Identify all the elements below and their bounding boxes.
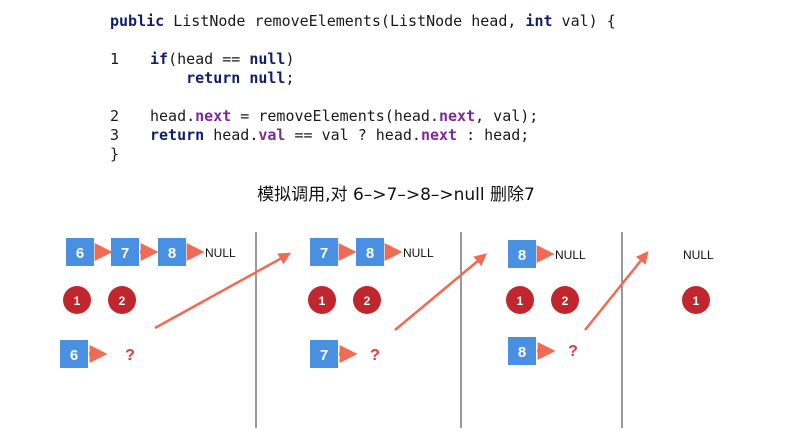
code-text: ) bbox=[285, 50, 295, 68]
node-value: 6 bbox=[70, 347, 78, 364]
code-keyword: public bbox=[110, 12, 165, 30]
node-value: 6 bbox=[76, 245, 84, 262]
line-number: 1 bbox=[110, 50, 120, 68]
code-keyword: if bbox=[150, 50, 169, 68]
null-label: NULL bbox=[683, 248, 714, 262]
panel-1: 6 7 8 NULL 1 2 6 ? bbox=[60, 238, 236, 368]
list-node: 6 bbox=[66, 238, 94, 266]
node-value: 8 bbox=[366, 245, 374, 262]
node-value: 8 bbox=[518, 344, 526, 361]
pending-node: 8 bbox=[508, 337, 536, 365]
panel-2: 7 8 NULL 1 2 7 ? bbox=[308, 238, 434, 368]
node-value: 7 bbox=[320, 347, 328, 364]
diagram-title: 模拟调用,对 6–>7–>8–>null 删除7 bbox=[257, 185, 535, 205]
step-circle: 2 bbox=[108, 286, 136, 314]
step-circle: 1 bbox=[682, 286, 710, 314]
code-property: next bbox=[439, 107, 476, 125]
step-number: 2 bbox=[562, 294, 569, 308]
step-number: 1 bbox=[517, 294, 524, 308]
step-circle: 1 bbox=[63, 286, 91, 314]
unknown-result: ? bbox=[568, 343, 578, 360]
code-text: ; bbox=[285, 69, 295, 87]
step-number: 1 bbox=[693, 294, 700, 308]
code-text: val) { bbox=[552, 12, 616, 30]
step-number: 1 bbox=[74, 294, 81, 308]
code-text: == val ? head. bbox=[285, 126, 421, 144]
code-keyword: return bbox=[186, 69, 241, 87]
node-value: 7 bbox=[121, 245, 129, 262]
code-keyword: return bbox=[150, 126, 205, 144]
code-text: : head; bbox=[457, 126, 530, 144]
code-property: next bbox=[420, 126, 458, 144]
code-text: = removeElements(head. bbox=[231, 107, 439, 125]
line-number: 2 bbox=[110, 107, 120, 125]
panel-4: NULL 1 bbox=[682, 248, 714, 314]
list-node: 8 bbox=[356, 238, 384, 266]
panel-3: 8 NULL 1 2 8 ? bbox=[506, 240, 586, 365]
step-number: 1 bbox=[319, 294, 326, 308]
step-number: 2 bbox=[364, 294, 371, 308]
list-node: 7 bbox=[111, 238, 139, 266]
step-circle: 2 bbox=[551, 286, 579, 314]
code-text: ListNode removeElements(ListNode head, bbox=[164, 12, 526, 30]
null-label: NULL bbox=[403, 246, 434, 260]
node-value: 8 bbox=[168, 245, 176, 262]
recursion-arrow bbox=[154, 252, 292, 330]
code-text: head. bbox=[150, 107, 196, 125]
null-label: NULL bbox=[205, 246, 236, 260]
code-keyword: null bbox=[249, 50, 286, 68]
pending-node: 6 bbox=[60, 340, 88, 368]
line-number: 3 bbox=[110, 126, 120, 144]
code-line-3: 3 return head.val == val ? head.next : he… bbox=[110, 126, 616, 145]
node-value: 7 bbox=[320, 245, 328, 262]
step-circle: 2 bbox=[353, 286, 381, 314]
recursion-arrow bbox=[394, 253, 487, 331]
unknown-result: ? bbox=[370, 347, 380, 364]
code-property: next bbox=[195, 107, 232, 125]
code-line-1: 1 if(head == null) bbox=[110, 50, 616, 69]
code-line-1b: return null; bbox=[110, 69, 616, 88]
unknown-result: ? bbox=[125, 347, 135, 364]
code-text: , val); bbox=[475, 107, 539, 125]
node-value: 8 bbox=[518, 247, 526, 264]
null-label: NULL bbox=[555, 248, 586, 262]
list-node: 8 bbox=[508, 240, 536, 268]
pending-node: 7 bbox=[310, 340, 338, 368]
step-circle: 1 bbox=[506, 286, 534, 314]
code-close-brace: } bbox=[110, 145, 120, 163]
code-block: public ListNode removeElements(ListNode … bbox=[110, 12, 616, 164]
step-number: 2 bbox=[119, 294, 126, 308]
list-node: 8 bbox=[158, 238, 186, 266]
code-text: head. bbox=[204, 126, 259, 144]
code-keyword: null bbox=[249, 69, 286, 87]
code-signature: public ListNode removeElements(ListNode … bbox=[110, 12, 616, 31]
code-text: (head == bbox=[168, 50, 250, 68]
code-keyword: int bbox=[525, 12, 553, 30]
step-circle: 1 bbox=[308, 286, 336, 314]
code-property: val bbox=[258, 126, 286, 144]
list-node: 7 bbox=[310, 238, 338, 266]
recursion-arrow bbox=[584, 251, 649, 331]
